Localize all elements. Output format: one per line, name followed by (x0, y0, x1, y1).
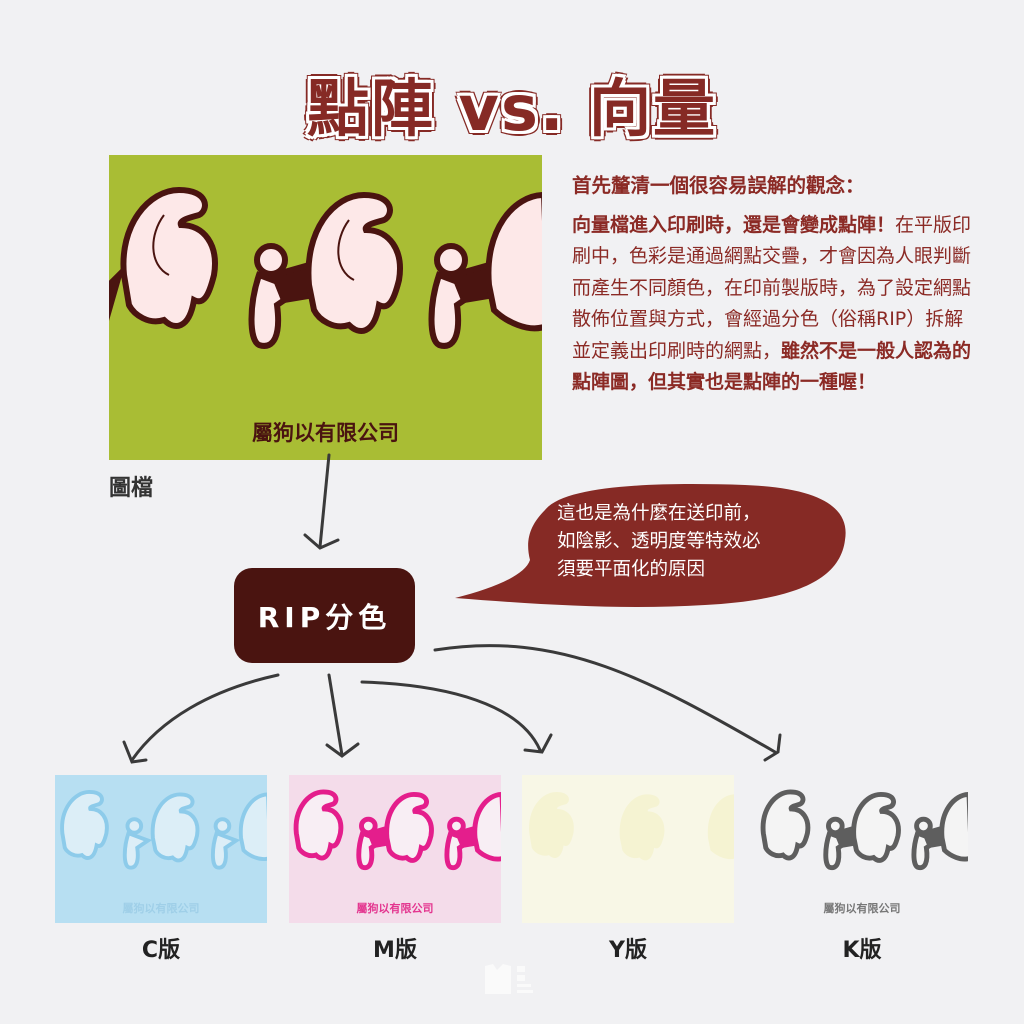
original-artwork-image: 屬狗以有限公司 (109, 155, 542, 460)
plate-m-label: M版 (373, 938, 417, 963)
brand-logo-icon (485, 964, 533, 994)
arrow-to-k (433, 644, 777, 754)
plate-y-label: Y版 (609, 938, 647, 963)
poodle-illustration (109, 186, 542, 349)
arrow-image-to-rip (318, 453, 331, 549)
speech-bubble (455, 484, 846, 608)
bubble-line-2: 如陰影、透明度等特效必 (557, 531, 761, 552)
explanation-bold-intro: 向量檔進入印刷時，還是會變成點陣！ (572, 213, 896, 236)
plate-m-image: 屬狗以有限公司 (289, 775, 501, 923)
rip-separation-box: RIP分色 (234, 568, 415, 663)
plate-y-image (522, 775, 734, 923)
arrow-to-y (360, 680, 542, 752)
plate-k-company-text: 屬狗以有限公司 (823, 902, 901, 915)
plate-c-company-text: 屬狗以有限公司 (122, 902, 200, 915)
plate-c-label: C版 (141, 938, 181, 963)
arrow-to-m (327, 673, 344, 757)
explanation-text: 首先釐清一個很容易誤解的觀念： 向量檔進入印刷時，還是會變成點陣！在平版印刷中，… (572, 170, 977, 399)
explanation-bold-outro: 雖然不是一般人認為的點陣圖，但其實也是點陣的一種喔！ (572, 339, 972, 394)
plate-c-image: 屬狗以有限公司 (55, 775, 267, 923)
explanation-body: 向量檔進入印刷時，還是會變成點陣！在平版印刷中，色彩是通過網點交疊，才會因為人眼… (572, 210, 977, 399)
plate-k-label: K版 (842, 938, 882, 963)
company-name-text: 屬狗以有限公司 (252, 421, 399, 445)
explanation-body-text: 在平版印刷中，色彩是通過網點交疊，才會因為人眼判斷而產生不同顏色，在印前製版時，… (572, 213, 972, 362)
arrow-to-c (130, 673, 280, 762)
page-title: 點陣 vs. 向量 (306, 72, 718, 145)
bubble-line-1: 這也是為什麼在送印前， (557, 503, 761, 524)
explanation-heading: 首先釐清一個很容易誤解的觀念： (572, 174, 865, 197)
plate-m-company-text: 屬狗以有限公司 (356, 902, 434, 915)
speech-bubble-text: 這也是為什麼在送印前， 如陰影、透明度等特效必 須要平面化的原因 (557, 500, 827, 584)
image-file-label: 圖檔 (109, 476, 154, 501)
plate-k-image: 屬狗以有限公司 (756, 775, 968, 923)
bubble-line-3: 須要平面化的原因 (557, 559, 706, 580)
